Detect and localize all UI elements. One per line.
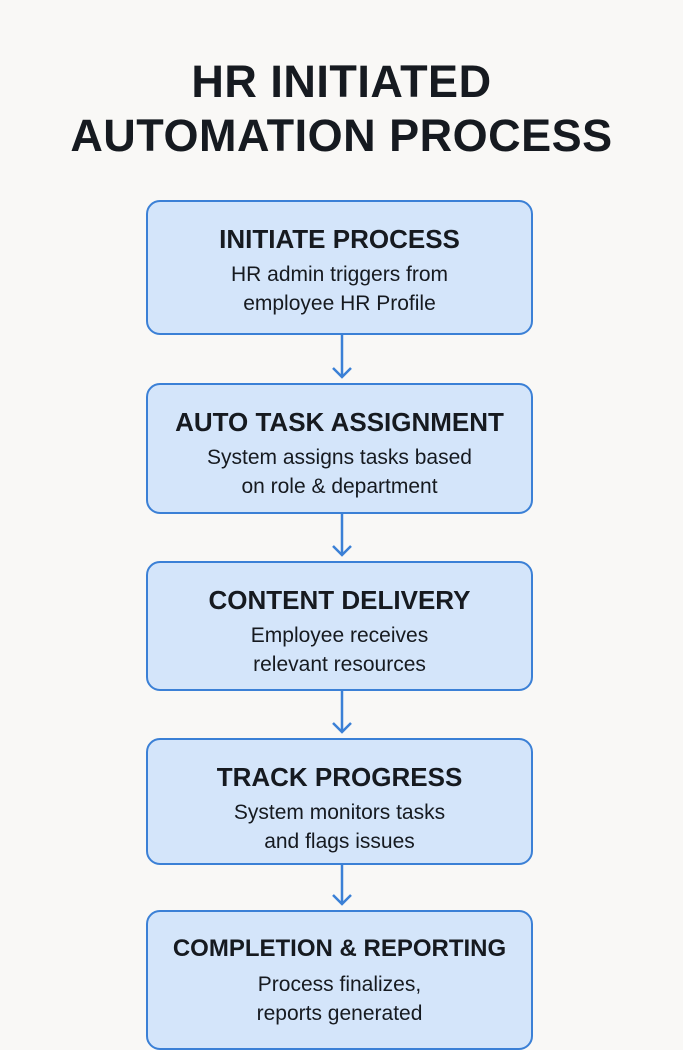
step-completion-reporting: COMPLETION & REPORTING Process finalizes…: [146, 910, 533, 1050]
step-description: Process finalizes, reports generated: [256, 973, 423, 1025]
step-description: Employee receives relevant resources: [250, 624, 429, 676]
arrow-down-icon: [332, 691, 352, 734]
step-description: System monitors tasks and flags issues: [233, 801, 446, 853]
arrow-down-icon: [332, 335, 352, 379]
step-heading: TRACK PROGRESS: [216, 762, 463, 792]
step-heading: AUTO TASK ASSIGNMENT: [175, 407, 504, 437]
arrow-down-icon: [332, 865, 352, 906]
step-heading: CONTENT DELIVERY: [208, 585, 471, 615]
step-heading: INITIATE PROCESS: [219, 224, 460, 254]
step-content-delivery: CONTENT DELIVERY Employee receives relev…: [146, 561, 533, 691]
diagram-title-line-1: HR INITIATED: [191, 56, 492, 107]
step-track-progress: TRACK PROGRESS System monitors tasks and…: [146, 738, 533, 865]
step-description: System assigns tasks based on role & dep…: [207, 446, 472, 498]
step-description: HR admin triggers from employee HR Profi…: [230, 263, 449, 315]
arrow-down-icon: [332, 514, 352, 557]
step-heading: COMPLETION & REPORTING: [172, 935, 507, 962]
step-auto-task-assignment: AUTO TASK ASSIGNMENT System assigns task…: [146, 383, 533, 514]
step-initiate-process: INITIATE PROCESS HR admin triggers from …: [146, 200, 533, 335]
diagram-title-line-2: AUTOMATION PROCESS: [70, 110, 613, 161]
